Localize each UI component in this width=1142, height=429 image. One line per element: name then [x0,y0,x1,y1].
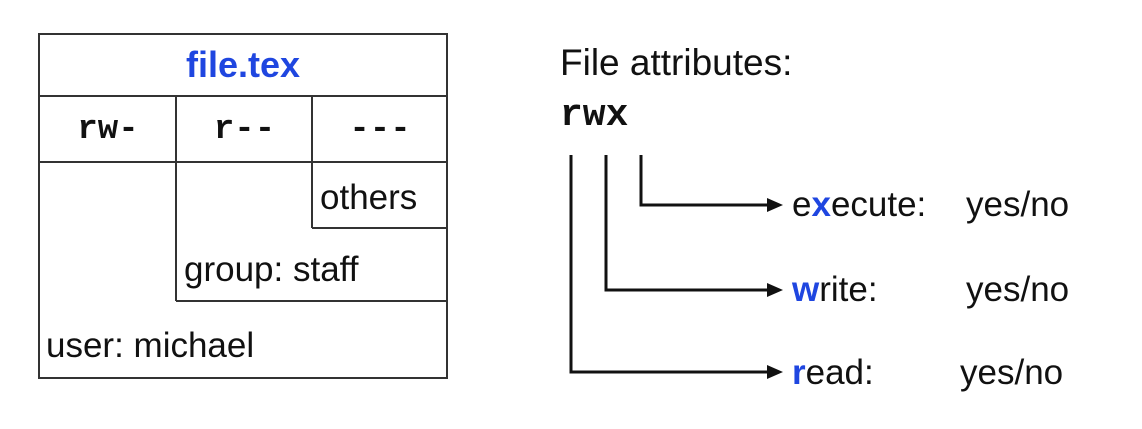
file-name-title: file.tex [185,44,301,85]
read-value: yes/no [960,353,1064,392]
group-label: group: staff [184,250,359,289]
read-label: read: [792,353,874,393]
write-key-letter: w [792,270,820,309]
execute-value: yes/no [966,185,1070,224]
user-label: user: michael [46,326,255,365]
execute-suffix: ecute: [830,185,927,224]
execute-connector [639,155,770,207]
write-label: write: [792,270,878,310]
read-connector [569,155,770,374]
write-value: yes/no [966,270,1070,309]
execute-arrowhead [767,198,783,212]
perm-group: r-- [213,111,276,149]
write-connector [604,155,770,292]
write-arrowhead [767,283,783,297]
perm-others: --- [349,111,411,149]
others-label: others [320,178,418,217]
attributes-code: rwx [560,94,629,137]
read-suffix: ead: [805,353,874,392]
read-key-letter: r [792,353,806,392]
perm-user: rw- [77,111,139,149]
execute-prefix: e [792,185,812,224]
execute-label: execute: [792,185,926,225]
read-arrowhead [767,365,783,379]
file-permission-box [38,33,448,379]
write-suffix: rite: [819,270,878,309]
attributes-heading: File attributes: [560,42,793,83]
execute-key-letter: x [811,185,831,224]
